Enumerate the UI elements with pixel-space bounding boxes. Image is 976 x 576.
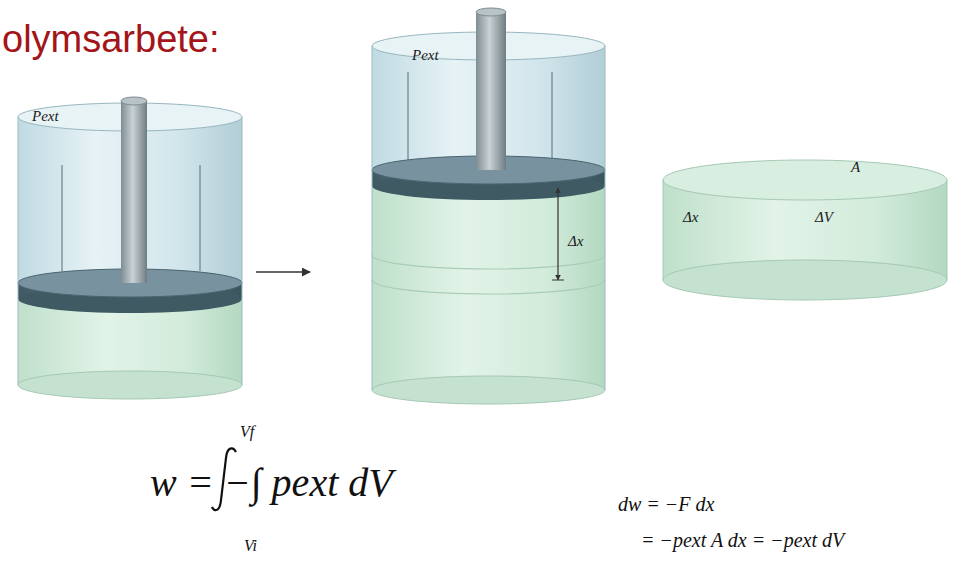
node-label: ΔV bbox=[815, 210, 833, 225]
formula-text: = −pext A dx = −pext dV bbox=[641, 530, 844, 550]
node-label: Pext bbox=[32, 109, 59, 124]
node-outline bbox=[10, 95, 252, 400]
process-arrow bbox=[256, 271, 310, 273]
cylinder-after: PextΔx bbox=[312, 10, 612, 405]
formula-text: dw = −F dx bbox=[618, 494, 714, 514]
node-label: Δx bbox=[568, 234, 583, 249]
formula-text: w = −∫ pext dV bbox=[150, 463, 393, 503]
volume-slab: A Δx ΔV bbox=[655, 152, 955, 307]
volume-slab-drawing bbox=[663, 160, 947, 300]
cylinder-drawing bbox=[18, 97, 242, 399]
formula-text: Vi bbox=[244, 538, 257, 554]
formula-text: Vf bbox=[240, 424, 254, 440]
node-label: Pext bbox=[412, 48, 439, 63]
node-outline bbox=[312, 10, 612, 405]
cylinder-before: Pext bbox=[10, 95, 252, 400]
node-label: Δx bbox=[683, 210, 698, 225]
node-outline bbox=[655, 152, 955, 307]
cylinder-drawing bbox=[372, 8, 605, 404]
slide-title: olymsarbete: bbox=[2, 20, 220, 58]
node-label: A bbox=[851, 160, 860, 175]
